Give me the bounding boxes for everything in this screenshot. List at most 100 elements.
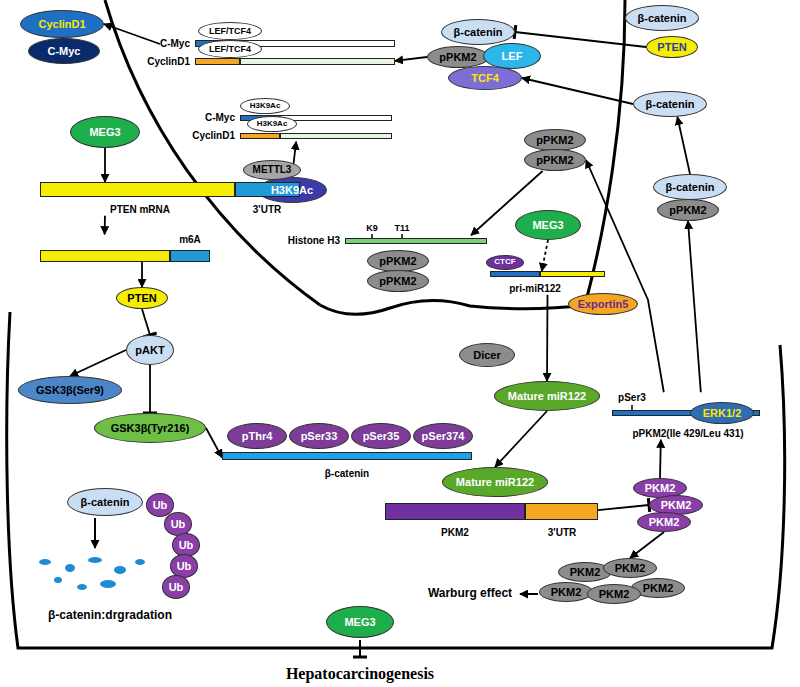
cell-membrane <box>7 312 785 648</box>
molecule-ellipse: Dicer <box>459 343 515 367</box>
molecule-ellipse: MEG3 <box>70 116 140 148</box>
molecule-ellipse: pAKT <box>126 335 174 365</box>
gene-bar-segment <box>40 182 235 197</box>
activation-arrow <box>104 24 160 44</box>
activation-arrow <box>104 148 106 182</box>
node-label: pAKT <box>135 344 164 357</box>
gene-bar-segment <box>40 250 170 262</box>
molecule-ellipse: Mature miR122 <box>494 381 600 411</box>
node-label: H3K9Ac <box>257 119 288 128</box>
node-label: pThr4 <box>242 430 273 443</box>
gene-label: CyclinD1 <box>192 130 235 142</box>
molecule-ellipse: β-catenin <box>441 19 515 45</box>
molecule-ellipse: PKM2 <box>539 582 593 602</box>
gene-bar-segment <box>240 133 280 139</box>
node-label: PKM2 <box>645 482 676 495</box>
gene-label: CyclinD1 <box>147 56 190 68</box>
text-slot: m6A <box>179 234 201 246</box>
node-label: β-catenin <box>646 98 695 111</box>
annotation-label: T11 <box>394 223 409 233</box>
gene-label: C-Myc <box>160 38 190 50</box>
annotation-label: K9 <box>366 223 378 233</box>
gene-label: β-catenin <box>325 468 369 480</box>
gene-label: pri-miR122 <box>509 283 561 295</box>
node-label: β-catenin <box>81 496 130 509</box>
gene-bar-segment <box>540 271 605 277</box>
activation-arrow <box>630 532 664 558</box>
gene-label: Histone H3 <box>288 235 340 247</box>
gene-bar-segment <box>280 133 392 139</box>
activation-arrow <box>542 240 548 271</box>
node-label: MEG3 <box>89 126 120 139</box>
molecule-ellipse: CTCF <box>486 255 524 270</box>
molecule-ellipse: β-catenin <box>633 91 707 117</box>
text-slot: CyclinD1 <box>147 56 190 68</box>
node-label: β-catenin <box>638 12 687 25</box>
molecule-ellipse: pPKM2 <box>524 129 586 151</box>
activation-arrow <box>546 295 548 381</box>
gene-bar-segment <box>240 40 395 47</box>
text-slot: CyclinD1 <box>192 130 235 142</box>
molecule-ellipse: PKM2 <box>637 512 691 532</box>
gene-bar: pri-miR122 <box>490 271 605 295</box>
node-label: Mature miR122 <box>456 476 534 489</box>
text-slot: Hepatocarcinogenesis <box>286 665 434 683</box>
node-label: PKM2 <box>615 562 646 575</box>
molecule-ellipse: H3K9Ac <box>240 98 290 114</box>
text-slot: pri-miR122 <box>509 283 561 295</box>
node-label: TCF4 <box>471 72 499 85</box>
molecule-ellipse: PKM2 <box>603 558 657 578</box>
node-label: pPKM2 <box>379 275 416 288</box>
node-label: H3K9Ac <box>271 184 313 197</box>
annotation-label: Hepatocarcinogenesis <box>286 665 434 683</box>
gene-label: pSer3 <box>618 392 646 404</box>
gene-bar: PTEN mRNA3'UTR <box>40 182 300 216</box>
node-label: Mature miR122 <box>508 390 586 403</box>
degradation-arrow <box>94 518 96 548</box>
gene-bar-segment <box>280 115 392 121</box>
activation-arrow <box>141 262 143 287</box>
node-label: C-Myc <box>47 45 80 58</box>
text-slot: C-Myc <box>205 112 235 124</box>
text-slot: pSer3 <box>618 392 646 404</box>
node-label: PTEN <box>657 41 686 54</box>
inhibition-line <box>142 309 150 335</box>
gene-bar: C-Myc <box>205 112 392 124</box>
inhibition-line <box>149 365 151 413</box>
molecule-ellipse: H3K9Ac <box>247 116 297 132</box>
text-slot: 3'UTR <box>548 527 577 539</box>
molecule-ellipse: Mature miR122 <box>442 467 548 497</box>
node-label: PTEN <box>127 292 156 305</box>
molecule-ellipse: LEF <box>483 43 541 69</box>
annotation-label: Warburg effect <box>428 587 512 601</box>
node-label: PKM2 <box>643 582 674 595</box>
node-label: GSK3β(Ser9) <box>36 384 104 397</box>
node-label: β-catenin <box>454 26 503 39</box>
activation-arrow <box>104 216 106 235</box>
text-slot: β-catenin <box>325 468 369 480</box>
molecule-ellipse: Ub <box>162 575 191 599</box>
molecule-ellipse: TCF4 <box>448 66 522 90</box>
node-label: Ub <box>179 539 194 552</box>
node-label: PKM2 <box>599 588 630 601</box>
molecule-ellipse: METTL3 <box>243 160 301 180</box>
node-label: Ub <box>153 499 168 512</box>
gene-label: 3'UTR <box>548 527 577 539</box>
gene-bar: PKM23'UTR <box>385 503 598 539</box>
degradation-fragments <box>39 557 145 590</box>
gene-label: m6A <box>179 234 201 246</box>
molecule-ellipse: CyclinD1 <box>20 10 104 38</box>
node-label: Ub <box>171 518 186 531</box>
node-label: β-catenin <box>666 181 715 194</box>
node-label: pPKM2 <box>536 154 573 167</box>
node-label: pSer35 <box>363 430 400 443</box>
node-label: Ub <box>169 581 184 594</box>
molecule-ellipse: pPKM2 <box>657 199 719 221</box>
gene-bar-segment <box>170 250 210 262</box>
gene-bar-segment <box>525 503 598 520</box>
gene-bar-segment <box>385 503 525 520</box>
node-label: pSer374 <box>422 430 465 443</box>
gene-bar-segment <box>490 271 540 277</box>
